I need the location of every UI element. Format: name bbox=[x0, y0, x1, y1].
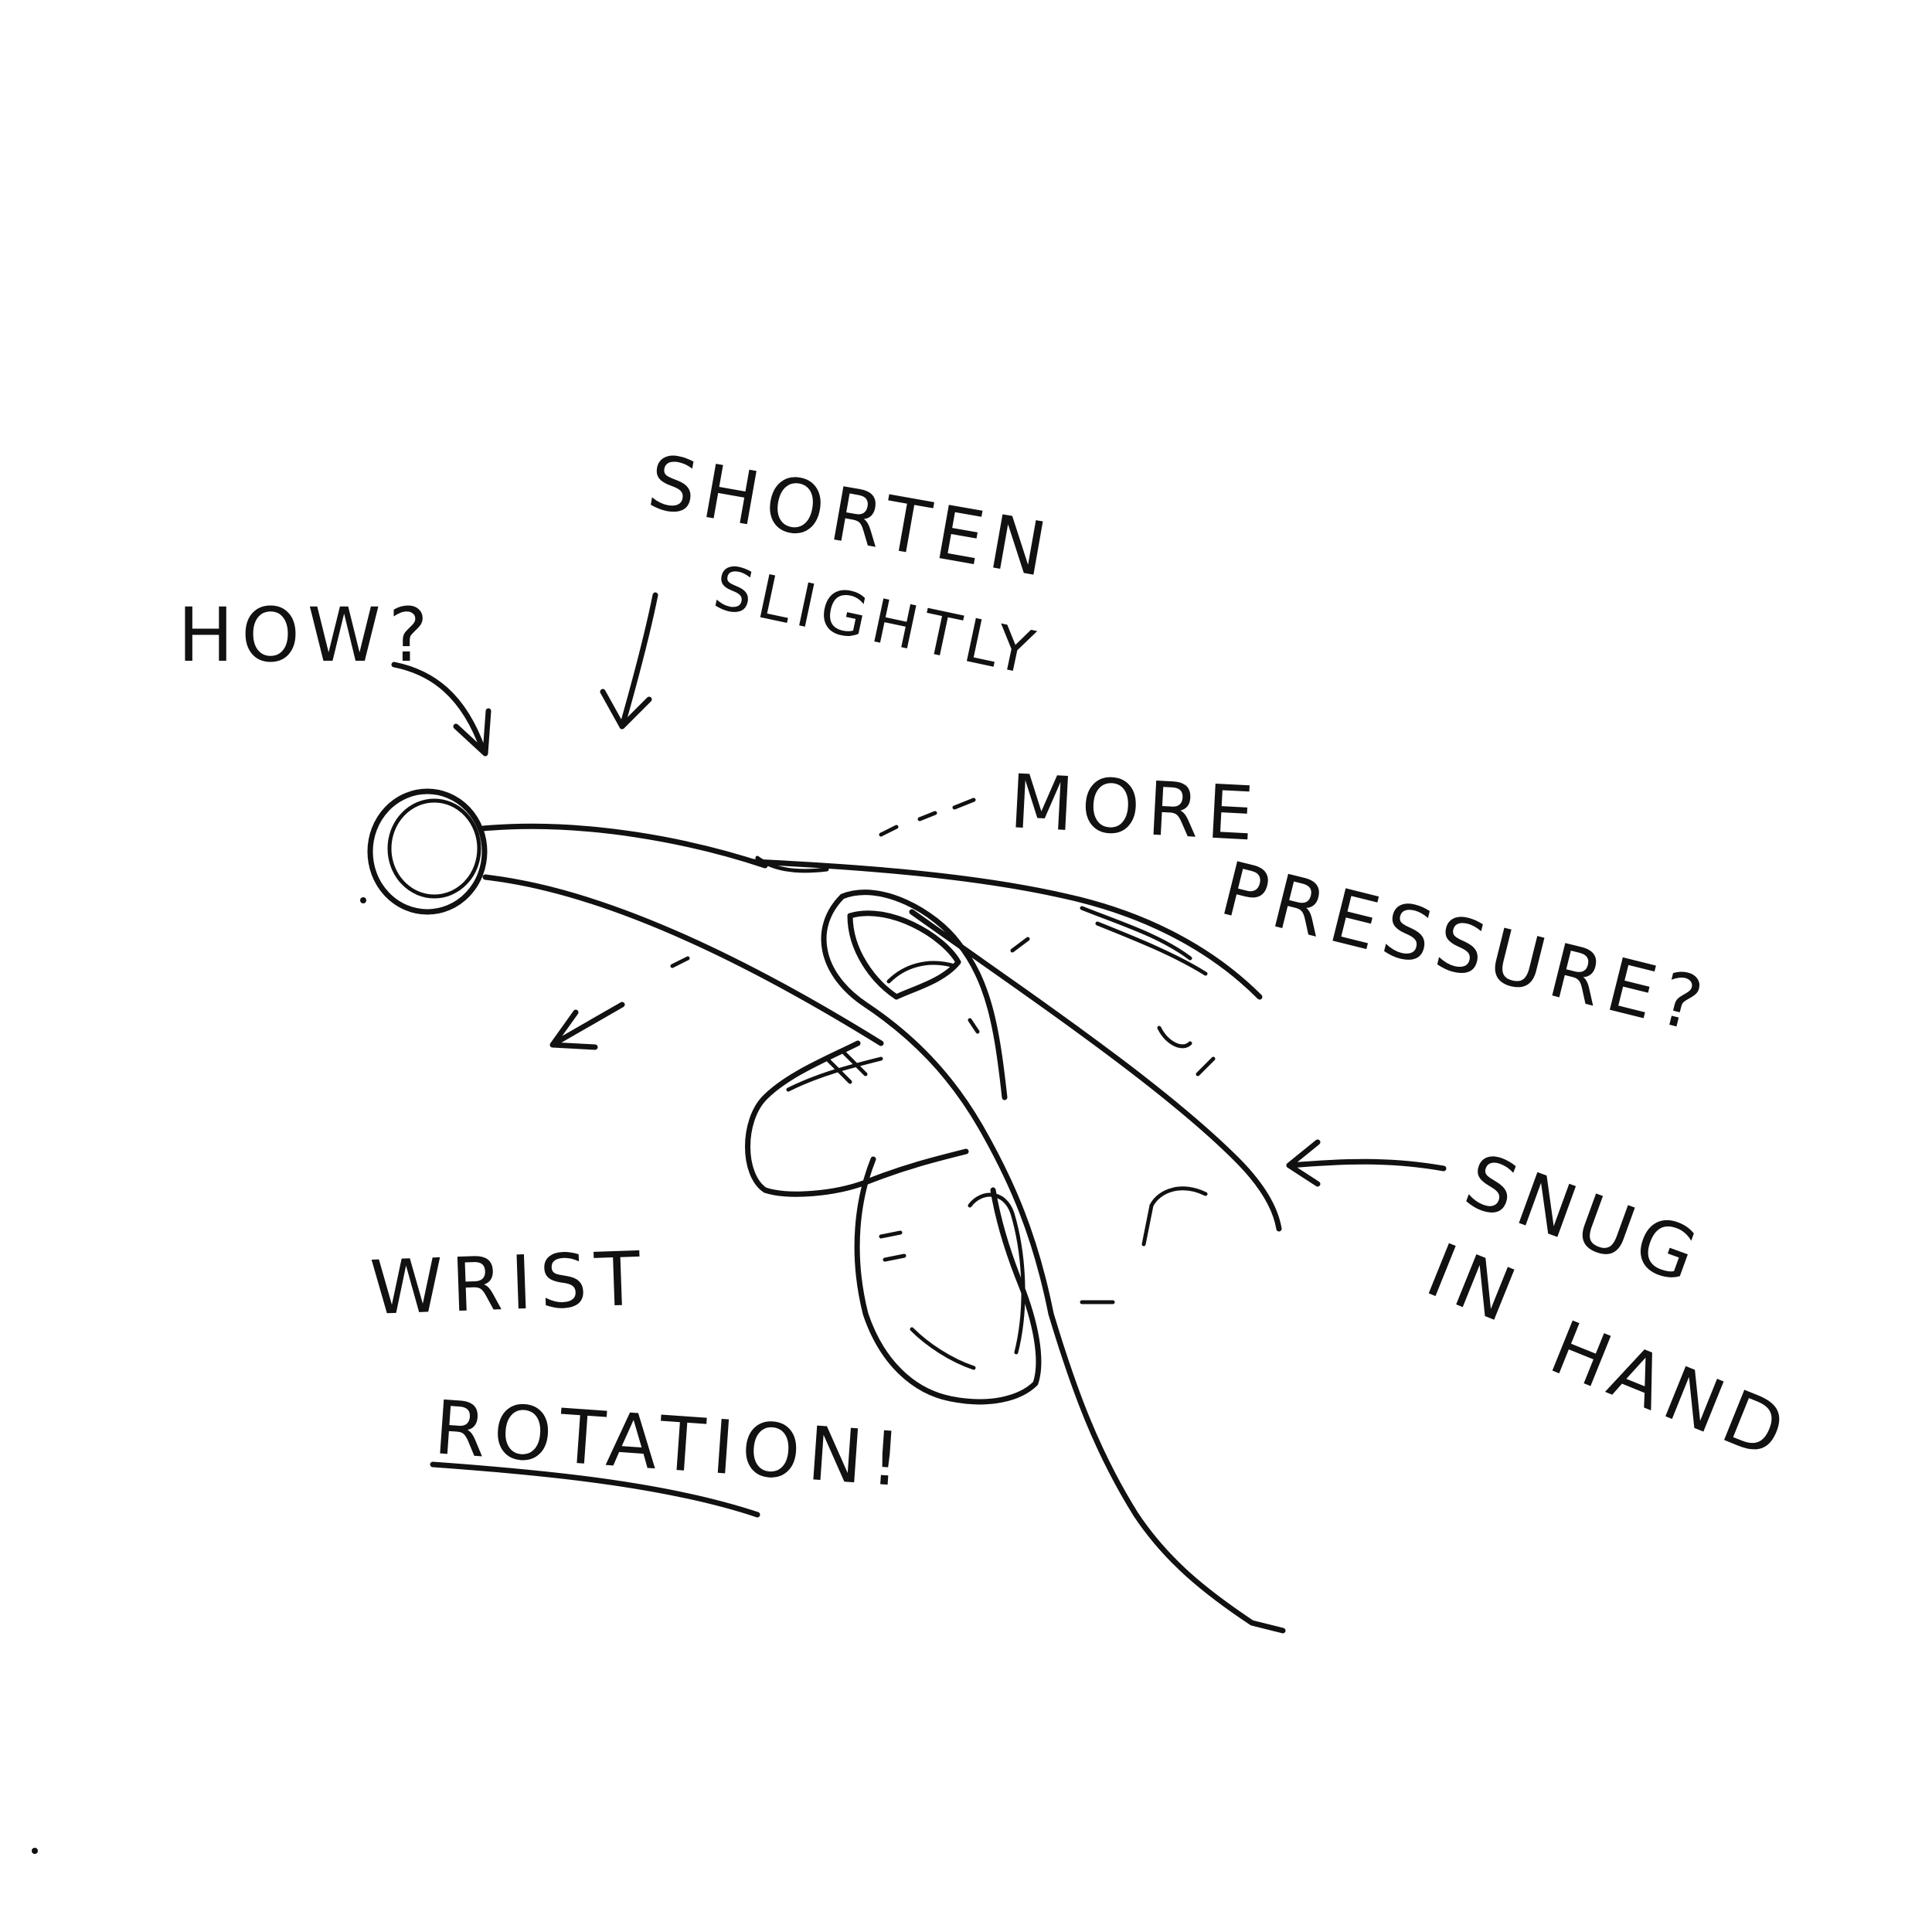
note-in: IN bbox=[1415, 1226, 1533, 1342]
arrow-shorten-icon bbox=[600, 592, 658, 730]
note-shorten-line1: SHORTEN bbox=[642, 438, 1060, 594]
arrow-wrist-icon bbox=[549, 1002, 625, 1050]
note-hand: HAND bbox=[1539, 1304, 1803, 1478]
arrow-snug-icon bbox=[1286, 1139, 1447, 1187]
tool-shaft bbox=[480, 823, 1282, 1232]
notes: HOW? SHORTEN SLIGHTLY MORE PRESSURE? SNU… bbox=[178, 438, 1803, 1518]
note-pressure: PRESSURE? bbox=[1213, 845, 1718, 1050]
palm-outline bbox=[854, 1156, 1286, 1634]
note-how: HOW? bbox=[178, 592, 436, 679]
motion-marks bbox=[670, 798, 1216, 1247]
note-more: MORE bbox=[1008, 758, 1264, 858]
thumb-with-nail bbox=[821, 889, 1054, 1317]
rotation-underline bbox=[430, 1461, 760, 1518]
speck bbox=[32, 1848, 38, 1854]
note-wrist: WRIST bbox=[369, 1236, 649, 1332]
arrow-how-icon bbox=[391, 662, 492, 757]
curled-finger bbox=[745, 1040, 969, 1197]
note-rotation: ROTATION! bbox=[431, 1384, 911, 1504]
speck bbox=[360, 897, 366, 903]
ring-loop bbox=[367, 788, 488, 915]
